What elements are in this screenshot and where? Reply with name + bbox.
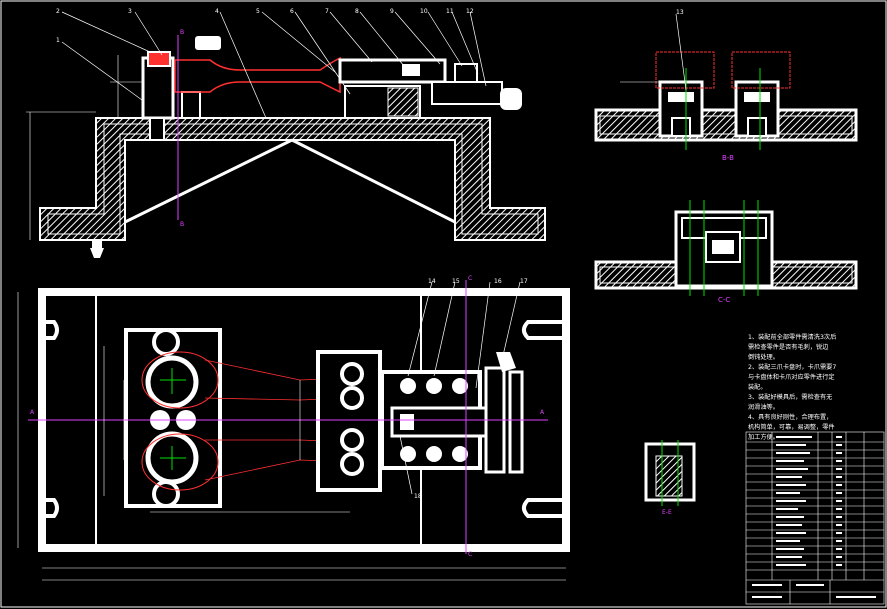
section-caption-b-b: B-B	[722, 154, 734, 162]
part-number-18: 18	[414, 493, 422, 500]
part-number-14: 14	[428, 278, 436, 285]
note-line-5: 与卡盘体和卡爪对应零件进行定	[748, 374, 835, 381]
part-number-5: 5	[256, 8, 260, 15]
bom-table	[745, 431, 885, 605]
part-number-8: 8	[355, 8, 359, 15]
section-marker-c-top: C	[468, 275, 472, 282]
part-number-2: 2	[56, 8, 60, 15]
front-leaders	[61, 11, 487, 119]
section-c-c: C-C	[594, 200, 858, 304]
note-line-7: 3、装配好模具后，需检查有无	[748, 394, 833, 401]
part-number-16: 16	[494, 278, 502, 285]
note-line-3: 倒钝处理。	[748, 354, 779, 361]
note-line-8: 润滑油等。	[748, 404, 779, 411]
section-e-e: E-E	[644, 440, 696, 516]
technical-notes: 1、装配前全部零件需清洗3次后 需检查零件是否有毛刺，锐边 倒钝处理。 2、装配…	[748, 333, 884, 443]
note-line-10: 机构简单，可靠，易调整，零件	[748, 424, 835, 431]
note-line-1: 1、装配前全部零件需清洗3次后	[748, 334, 837, 341]
part-number-1: 1	[56, 37, 60, 44]
part-number-13: 13	[676, 9, 684, 16]
part-number-11: 11	[446, 8, 454, 15]
part-number-17: 17	[520, 278, 528, 285]
note-line-11: 加工方便。	[748, 434, 779, 441]
bom-table-marks	[752, 436, 876, 598]
part-number-10: 10	[420, 8, 428, 15]
front-view	[26, 35, 546, 258]
part-number-6: 6	[290, 8, 294, 15]
section-caption-c-c: C-C	[718, 296, 730, 304]
part-number-12: 12	[466, 8, 474, 15]
section-marker-a-right: A	[540, 409, 545, 416]
note-line-4: 2、装配三爪卡盘时，卡爪需要7	[748, 364, 837, 371]
part-number-4: 4	[215, 8, 219, 15]
section-marker-b-top: B	[180, 29, 184, 36]
plan-view: 14 15 16 17 18 A A C C	[17, 275, 570, 581]
section-marker-a-left: A	[30, 409, 35, 416]
section-caption-e-e: E-E	[662, 509, 672, 516]
section-marker-c-bottom: C	[468, 551, 472, 558]
part-number-9: 9	[390, 8, 394, 15]
part-number-7: 7	[325, 8, 329, 15]
note-line-6: 装配。	[748, 384, 767, 391]
note-line-9: 4、具有良好刚性，合理布置，	[748, 414, 833, 421]
part-number-15: 15	[452, 278, 460, 285]
section-b-b: 13 B-B	[594, 9, 858, 162]
front-part-numbers: 1 2 3 4 5 6 7 8 9 10 11 12 B B	[56, 8, 474, 228]
note-line-2: 需检查零件是否有毛刺，锐边	[748, 344, 829, 351]
section-marker-b-bottom: B	[180, 221, 184, 228]
part-number-3: 3	[128, 8, 132, 15]
